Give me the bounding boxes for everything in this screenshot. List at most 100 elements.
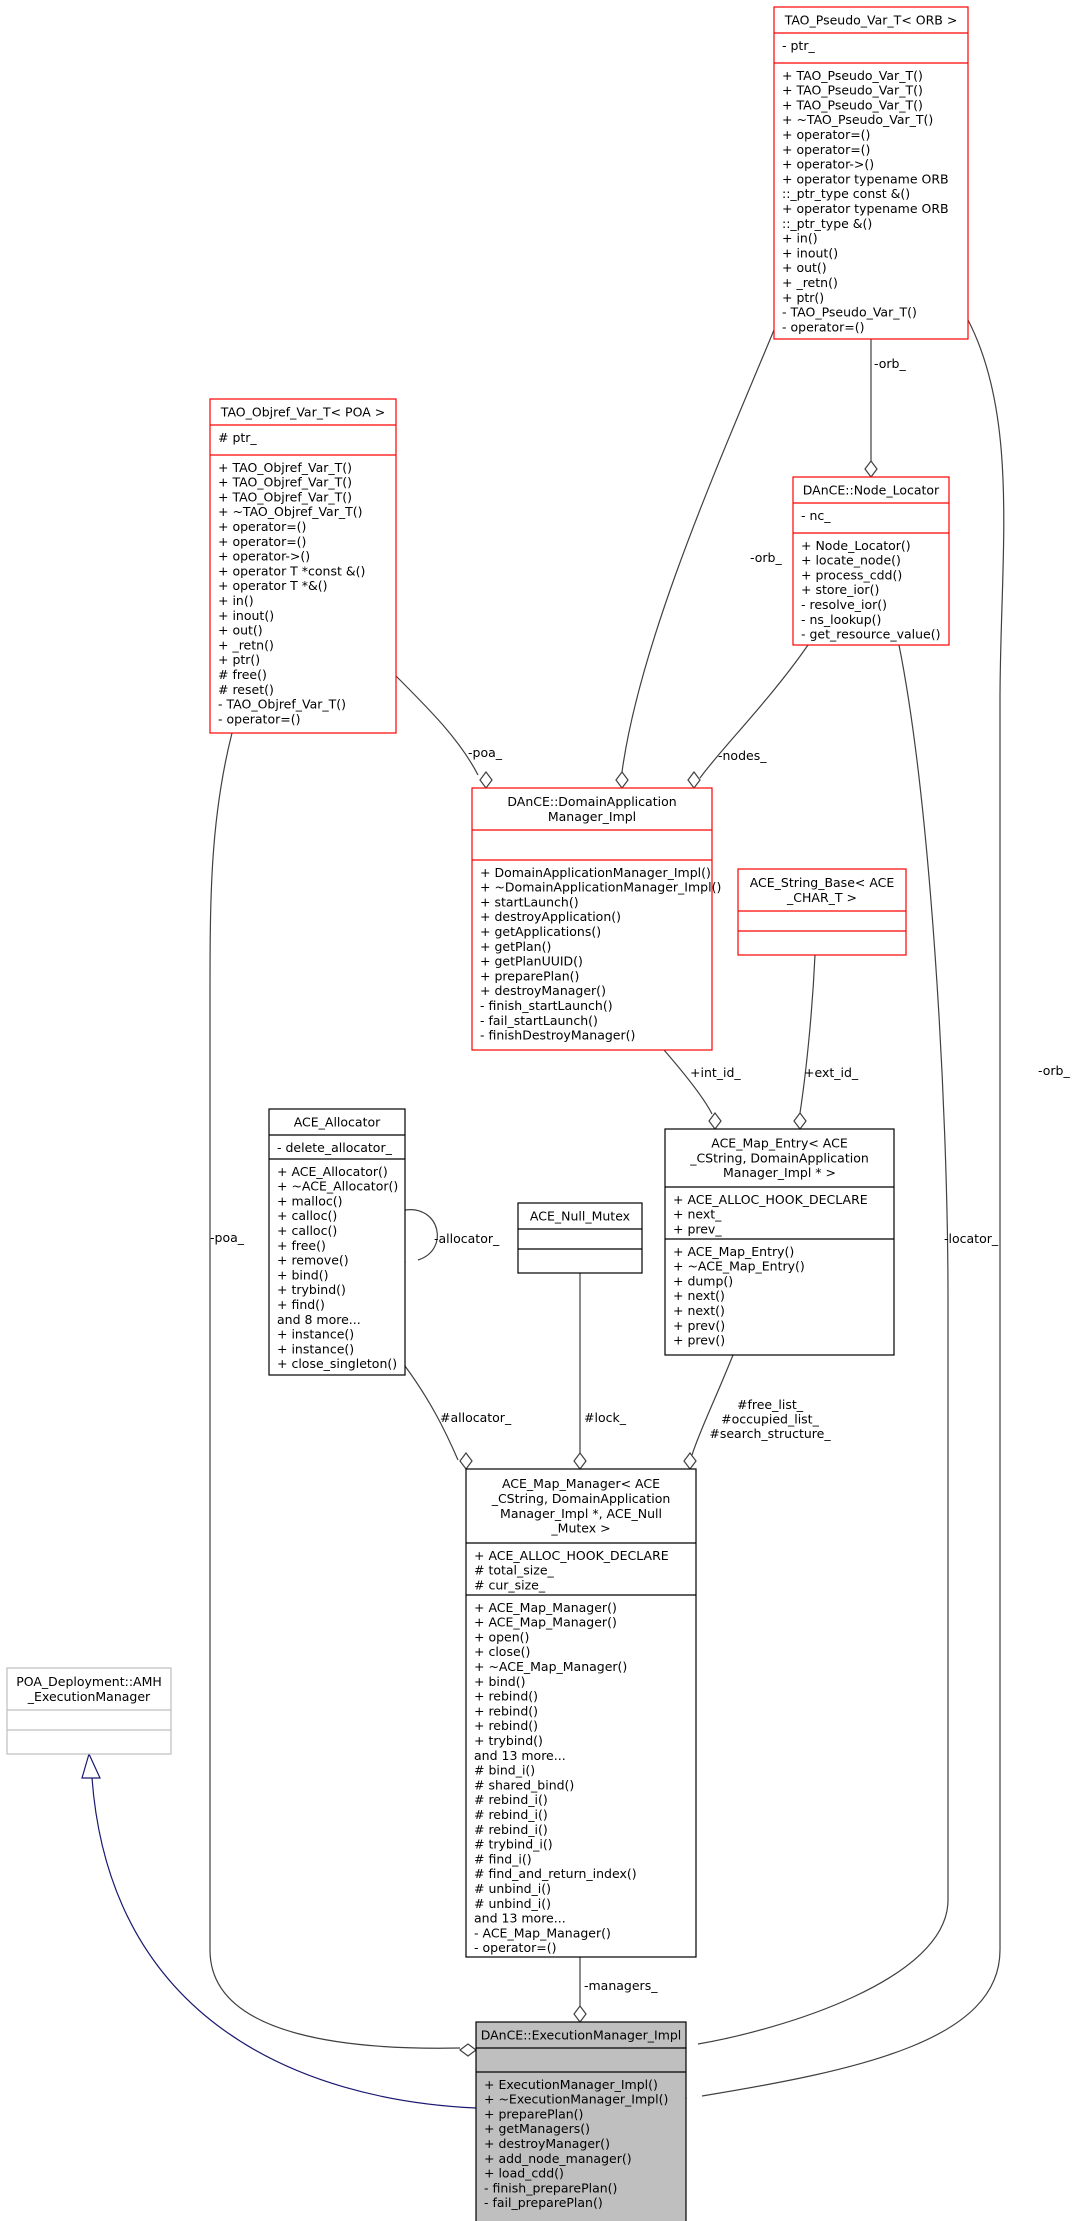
class-exec-mgr[interactable]: DAnCE::ExecutionManager_Impl+ ExecutionM… <box>475 2021 687 2221</box>
class-attribute: - ptr_ <box>782 38 815 53</box>
class-title: ACE_Map_Entry< ACE <box>711 1136 848 1151</box>
class-operation: + ACE_Allocator() <box>277 1164 388 1179</box>
class-domain-app[interactable]: DAnCE::DomainApplicationManager_Impl+ Do… <box>471 787 721 1051</box>
edge-poa-domain <box>395 675 493 789</box>
edge-label-ext-id: +ext_id_ <box>804 1065 859 1080</box>
edge-line <box>404 1209 438 1261</box>
class-operation: # find_i() <box>474 1851 532 1866</box>
class-attribute: # cur_size_ <box>474 1577 546 1592</box>
class-operation: + trybind() <box>277 1282 346 1297</box>
edge-label-poa-exec: -poa_ <box>210 1230 245 1245</box>
class-operation: + calloc() <box>277 1223 337 1238</box>
class-title: TAO_Objref_Var_T< POA > <box>220 404 385 419</box>
class-operation: + getPlanUUID() <box>480 954 583 969</box>
class-operation: + open() <box>474 1629 529 1644</box>
class-node-locator[interactable]: DAnCE::Node_Locator- nc_+ Node_Locator()… <box>792 476 950 646</box>
aggregation-diamond <box>793 1112 807 1130</box>
aggregation-diamond <box>683 1452 697 1470</box>
class-title: _CString, DomainApplication <box>689 1150 869 1165</box>
class-title: DAnCE::Node_Locator <box>803 482 940 497</box>
edge-line <box>799 954 816 1114</box>
class-tao-pseudo[interactable]: TAO_Pseudo_Var_T< ORB >- ptr_+ TAO_Pseud… <box>773 6 969 340</box>
aggregation-diamond <box>615 771 629 789</box>
class-map-entry[interactable]: ACE_Map_Entry< ACE_CString, DomainApplic… <box>664 1128 895 1356</box>
class-operation: + operator=() <box>782 142 870 157</box>
edge-line <box>621 329 775 773</box>
class-ace-allocator[interactable]: ACE_Allocator- delete_allocator_+ ACE_Al… <box>268 1108 406 1376</box>
class-operation: + rebind() <box>474 1718 538 1733</box>
class-operation: # free() <box>218 667 267 682</box>
class-operation: + ACE_Map_Manager() <box>474 1615 617 1630</box>
class-operation: + out() <box>218 623 263 638</box>
class-attribute: + ACE_ALLOC_HOOK_DECLARE <box>474 1548 669 1563</box>
class-operation: + DomainApplicationManager_Impl() <box>480 865 711 880</box>
class-map-manager[interactable]: ACE_Map_Manager< ACE_CString, DomainAppl… <box>465 1468 697 1958</box>
class-operation: + operator T *const &() <box>218 563 365 578</box>
class-operation: ::_ptr_type const &() <box>782 186 910 201</box>
class-operation: + ptr() <box>782 290 824 305</box>
class-operation: + rebind() <box>474 1689 538 1704</box>
edge-entry <box>683 1354 734 1470</box>
edge-label-entry: #search_structure_ <box>709 1426 831 1441</box>
class-null-mutex[interactable]: ACE_Null_Mutex <box>517 1202 643 1274</box>
class-title: ACE_Allocator <box>294 1114 381 1129</box>
class-box <box>268 1108 406 1376</box>
class-title: ACE_Null_Mutex <box>530 1208 630 1223</box>
class-title: Manager_Impl <box>548 809 636 824</box>
class-operation: + TAO_Objref_Var_T() <box>218 489 352 504</box>
class-attribute: + ACE_ALLOC_HOOK_DECLARE <box>673 1192 868 1207</box>
class-title: ACE_Map_Manager< ACE <box>502 1476 660 1491</box>
class-title: ACE_String_Base< ACE <box>750 875 895 890</box>
diagram-edge-labels: -orb_-orb_-orb_-poa_-poa_-nodes_-locator… <box>210 356 1070 1993</box>
class-operation: + calloc() <box>277 1208 337 1223</box>
class-operation: + bind() <box>277 1267 328 1282</box>
edge-line <box>699 644 809 779</box>
edge-inheritance <box>81 1752 477 2109</box>
class-box <box>792 476 950 646</box>
class-operation: # bind_i() <box>474 1763 535 1778</box>
class-operation: + trybind() <box>474 1733 543 1748</box>
class-operation: + ~TAO_Objref_Var_T() <box>218 504 362 519</box>
class-poa-amh[interactable]: POA_Deployment::AMH_ExecutionManager <box>6 1667 172 1755</box>
class-operation: + out() <box>782 260 827 275</box>
class-operation: - fail_preparePlan() <box>484 2195 603 2210</box>
aggregation-diamond <box>708 1112 722 1130</box>
class-operation: - finishDestroyManager() <box>480 1028 635 1043</box>
class-operation: + next() <box>673 1288 725 1303</box>
class-operation: and 13 more... <box>474 1911 566 1926</box>
aggregation-diamond <box>459 1452 473 1470</box>
class-operation: + _retn() <box>782 275 838 290</box>
class-title: DAnCE::ExecutionManager_Impl <box>481 2027 682 2042</box>
class-operation: ::_ptr_type &() <box>782 216 872 231</box>
edge-label-int-id: +int_id_ <box>690 1065 741 1080</box>
class-attribute: # total_size_ <box>474 1563 555 1578</box>
class-title: DAnCE::DomainApplication <box>507 794 676 809</box>
class-operation: + inout() <box>218 608 274 623</box>
edge-label-poa-domain: -poa_ <box>468 745 503 760</box>
edge-line <box>91 1777 477 2109</box>
class-operation: - ns_lookup() <box>801 612 881 627</box>
class-operation: - operator=() <box>782 319 864 334</box>
class-operation: + getApplications() <box>480 924 601 939</box>
aggregation-diamond <box>459 2043 477 2057</box>
aggregation-diamond <box>573 1452 587 1470</box>
class-title: TAO_Pseudo_Var_T< ORB > <box>784 12 958 27</box>
class-operation: + instance() <box>277 1341 354 1356</box>
class-operation: - TAO_Pseudo_Var_T() <box>782 305 917 320</box>
class-string-base[interactable]: ACE_String_Base< ACE_CHAR_T > <box>737 868 907 956</box>
class-operation: + process_cdd() <box>801 567 902 582</box>
aggregation-diamond <box>687 771 701 789</box>
class-operation: + prev() <box>673 1318 725 1333</box>
class-operation: # trybind_i() <box>474 1837 553 1852</box>
class-title: _CHAR_T > <box>786 890 857 905</box>
class-operation: + in() <box>218 593 254 608</box>
class-operation: + preparePlan() <box>484 2106 583 2121</box>
edge-poa-exec <box>209 732 477 2057</box>
class-tao-objref[interactable]: TAO_Objref_Var_T< POA ># ptr_+ TAO_Objre… <box>209 398 397 734</box>
edge-line <box>209 732 461 2049</box>
edge-label-allocator: #allocator_ <box>440 1410 512 1425</box>
edge-label-locator: -locator_ <box>944 1231 999 1246</box>
class-operation: + prev() <box>673 1333 725 1348</box>
class-operation: + close() <box>474 1644 530 1659</box>
class-operation: and 8 more... <box>277 1312 361 1327</box>
